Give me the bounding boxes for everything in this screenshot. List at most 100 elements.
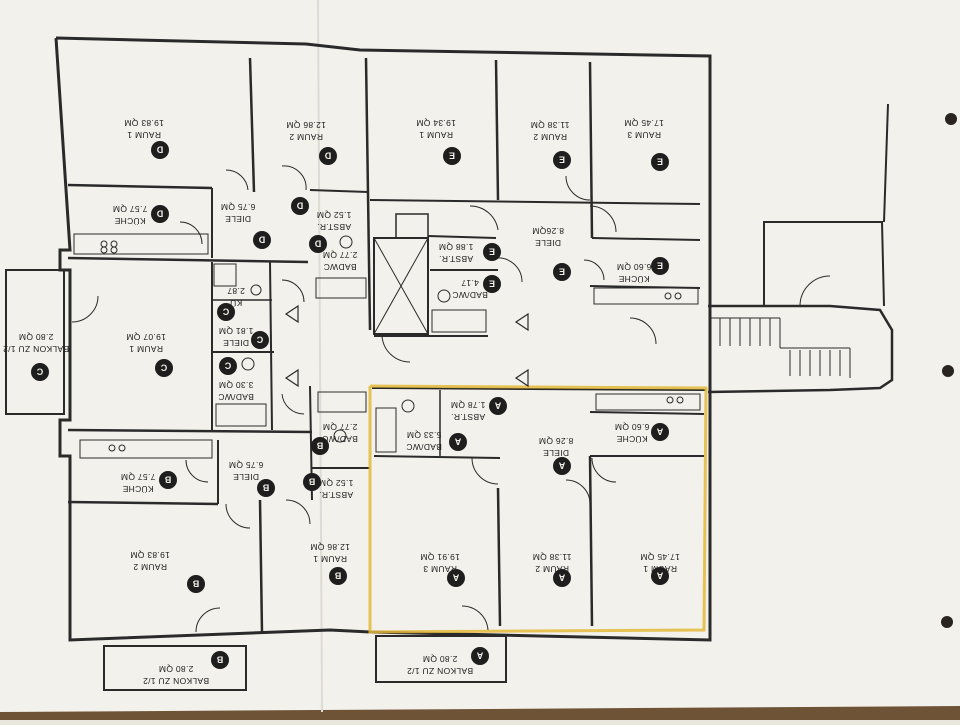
room-area: 2.80 QM: [159, 664, 194, 674]
room-name: DIELE: [223, 338, 249, 348]
room-label-b-balkon: BALKON ZU 1/2 2.80 QM: [143, 664, 209, 686]
badge-letter: B: [216, 655, 223, 665]
badge-circle: [651, 567, 669, 585]
badge-circle: [329, 567, 347, 585]
room-label-b-badwc: BAD/WC2.77 QM: [322, 422, 358, 444]
room-name: DIELE: [535, 238, 561, 248]
badge-circle: [31, 363, 49, 381]
room-area: 4.17: [461, 278, 479, 288]
unit-badge-d: D: [309, 235, 327, 253]
room-name: BAD/WC: [452, 290, 488, 300]
badge-letter: A: [476, 651, 483, 661]
badge-circle: [553, 151, 571, 169]
room-area: 2.80 QM: [19, 332, 54, 342]
room-area: 1.81 QM: [219, 326, 254, 336]
room-area: 1.78 QM: [451, 400, 486, 410]
room-name: BALKON ZU 1/2: [143, 676, 209, 686]
unit-badge-c: C: [155, 359, 173, 377]
badge-letter: B: [308, 477, 315, 487]
room-name: KÜCHE: [114, 216, 145, 226]
room-name: BALKON ZU 1/2: [3, 344, 69, 354]
unit-badge-e: E: [483, 243, 501, 261]
room-area: 2.77 QM: [323, 250, 358, 260]
badge-letter: B: [334, 571, 341, 581]
room-name: ABST.R.: [317, 222, 351, 232]
badge-letter: E: [449, 151, 455, 161]
room-label-a-raum3: RAUM 319.91 QM: [420, 552, 460, 574]
unit-badge-d: D: [151, 205, 169, 223]
unit-a-highlight: [368, 384, 708, 634]
badge-circle: [651, 153, 669, 171]
room-label-a-raum2: RAUM 211.38 QM: [532, 552, 571, 574]
room-label-e-raum2: RAUM 2 11.38 QM: [530, 120, 569, 142]
badge-letter: E: [489, 247, 495, 257]
room-name: RAUM 1: [127, 130, 161, 140]
badge-circle: [151, 205, 169, 223]
room-area: 6.60 QM: [615, 422, 650, 432]
room-area: 19.83 QM: [130, 550, 170, 560]
badge-letter: D: [296, 201, 303, 211]
room-area: 6.60 QM: [617, 262, 652, 272]
badge-letter: D: [258, 235, 265, 245]
room-name: ABST.R.: [451, 412, 485, 422]
unit-badge-a: A: [553, 569, 571, 587]
room-area: 19.83 QM: [124, 118, 164, 128]
badge-letter: C: [224, 361, 231, 371]
unit-badge-a: A: [651, 567, 669, 585]
badge-circle: [309, 235, 327, 253]
badge-circle: [159, 471, 177, 489]
room-area: 17.45 QM: [624, 118, 664, 128]
unit-badge-a: A: [449, 433, 467, 451]
room-area: 11.38 QM: [530, 120, 569, 130]
room-name: BAD/WC: [406, 442, 442, 452]
room-name: KÜCHE: [616, 434, 647, 444]
unit-badge-e: E: [553, 151, 571, 169]
room-name: RAUM 1: [419, 130, 453, 140]
badge-letter: A: [494, 401, 501, 411]
badge-letter: A: [656, 427, 663, 437]
badge-letter: C: [160, 363, 167, 373]
room-area: 8.26 QM: [539, 436, 574, 446]
room-name: DIELE: [543, 448, 569, 458]
room-area: 7.57 QM: [113, 204, 148, 214]
unit-badge-d: D: [291, 197, 309, 215]
badge-letter: E: [559, 155, 565, 165]
unit-badge-e: E: [553, 263, 571, 281]
room-name: RAUM 2: [533, 132, 567, 142]
badge-letter: D: [314, 239, 321, 249]
badge-circle: [489, 397, 507, 415]
badge-letter: E: [559, 267, 565, 277]
room-area: 1.88 QM: [439, 242, 474, 252]
unit-badge-b: B: [257, 479, 275, 497]
unit-badge-b: B: [187, 575, 205, 593]
room-area: 6.75 QM: [229, 460, 264, 470]
unit-badge-d: D: [151, 141, 169, 159]
badge-circle: [447, 569, 465, 587]
room-area: 17.45 QM: [640, 552, 680, 562]
badge-circle: [257, 479, 275, 497]
unit-badge-b: B: [329, 567, 347, 585]
room-label-b-raum1: RAUM 112.86 QM: [310, 542, 350, 564]
room-label-c-raum1: RAUM 119.07 QM: [126, 332, 166, 354]
badge-circle: [253, 231, 271, 249]
badge-letter: B: [164, 475, 171, 485]
unit-badge-c: C: [217, 303, 235, 321]
room-area: 19.34 QM: [416, 118, 456, 128]
badge-circle: [483, 275, 501, 293]
balcony-c: [5, 269, 65, 415]
room-label-d-badwc: BADWC 2.77 QM: [323, 250, 358, 272]
paper-fold: [317, 0, 323, 713]
room-name: BAD/WC: [322, 434, 358, 444]
fixtures: [73, 233, 701, 459]
room-name: RAUM 1: [313, 554, 347, 564]
room-label-a-kueche: KÜCHE 6.60 QM: [615, 422, 650, 444]
badge-letter: B: [192, 579, 199, 589]
badge-circle: [219, 357, 237, 375]
badge-letter: A: [558, 573, 565, 583]
room-name: BADWC: [323, 262, 356, 272]
unit-badge-c: C: [31, 363, 49, 381]
badge-letter: C: [222, 307, 229, 317]
